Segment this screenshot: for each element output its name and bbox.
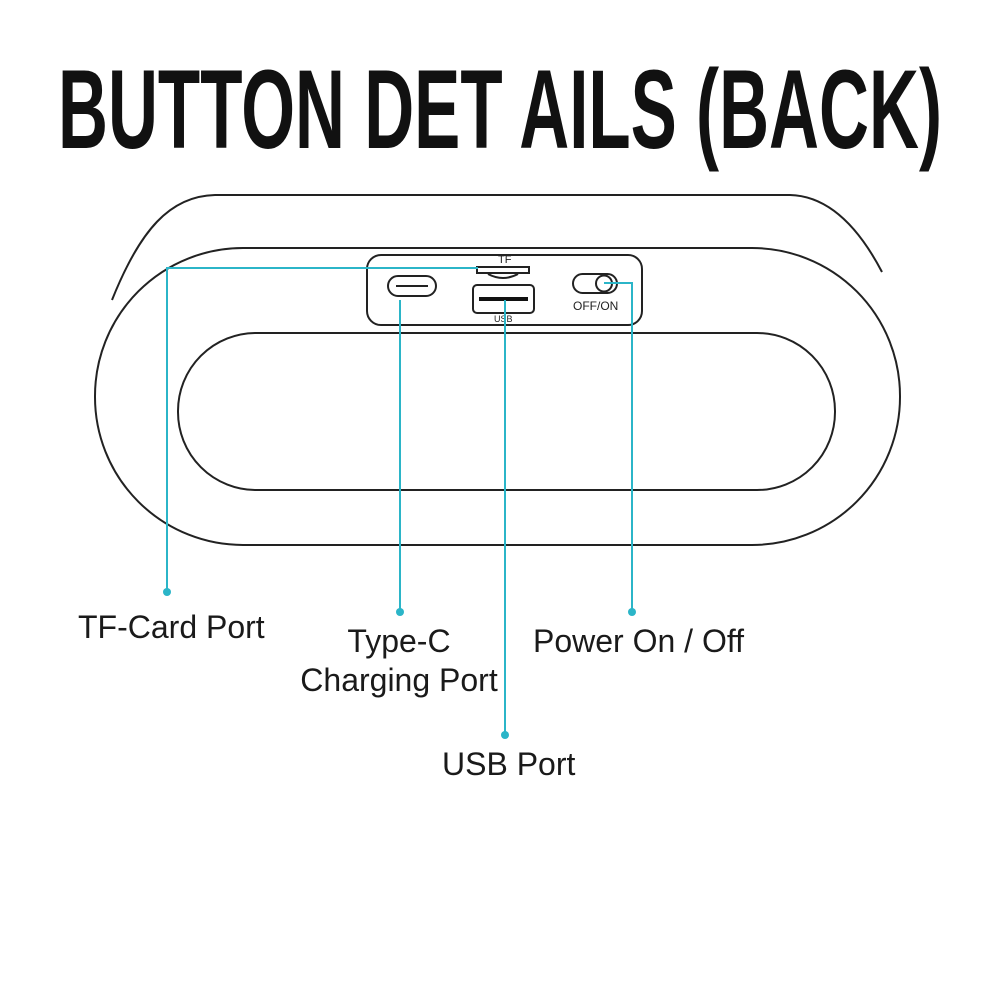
speaker-body bbox=[94, 194, 901, 546]
type-c-leader-dot bbox=[396, 608, 404, 616]
usb-leader-dot bbox=[501, 731, 509, 739]
speaker-back-outline bbox=[111, 194, 883, 301]
usb-label: USB Port bbox=[442, 746, 575, 782]
tf-leader-dot bbox=[163, 588, 171, 596]
usb-tongue bbox=[479, 297, 528, 301]
tf-marking: TF bbox=[498, 254, 512, 266]
power-leader-line bbox=[604, 282, 633, 612]
page-title: BUTTON DET AILS (BACK) bbox=[58, 47, 942, 172]
speaker-front-outline bbox=[94, 247, 901, 546]
power-leader-dot bbox=[628, 608, 636, 616]
switch-marking: OFF/ON bbox=[573, 299, 618, 313]
usb-port[interactable] bbox=[472, 284, 535, 314]
type-c-label-line2: Charging Port bbox=[300, 662, 498, 698]
tf-slot-notch bbox=[487, 273, 519, 279]
type-c-port[interactable] bbox=[387, 275, 437, 297]
tf-leader-line bbox=[166, 267, 478, 592]
tf-card-label: TF-Card Port bbox=[78, 609, 265, 645]
leader-lines bbox=[163, 267, 636, 739]
usb-marking: USB bbox=[494, 314, 513, 324]
type-c-label-line1: Type-C bbox=[347, 623, 450, 659]
tf-card-slot[interactable] bbox=[476, 266, 530, 274]
power-label: Power On / Off bbox=[533, 623, 744, 659]
speaker-grille-outline bbox=[177, 332, 836, 491]
